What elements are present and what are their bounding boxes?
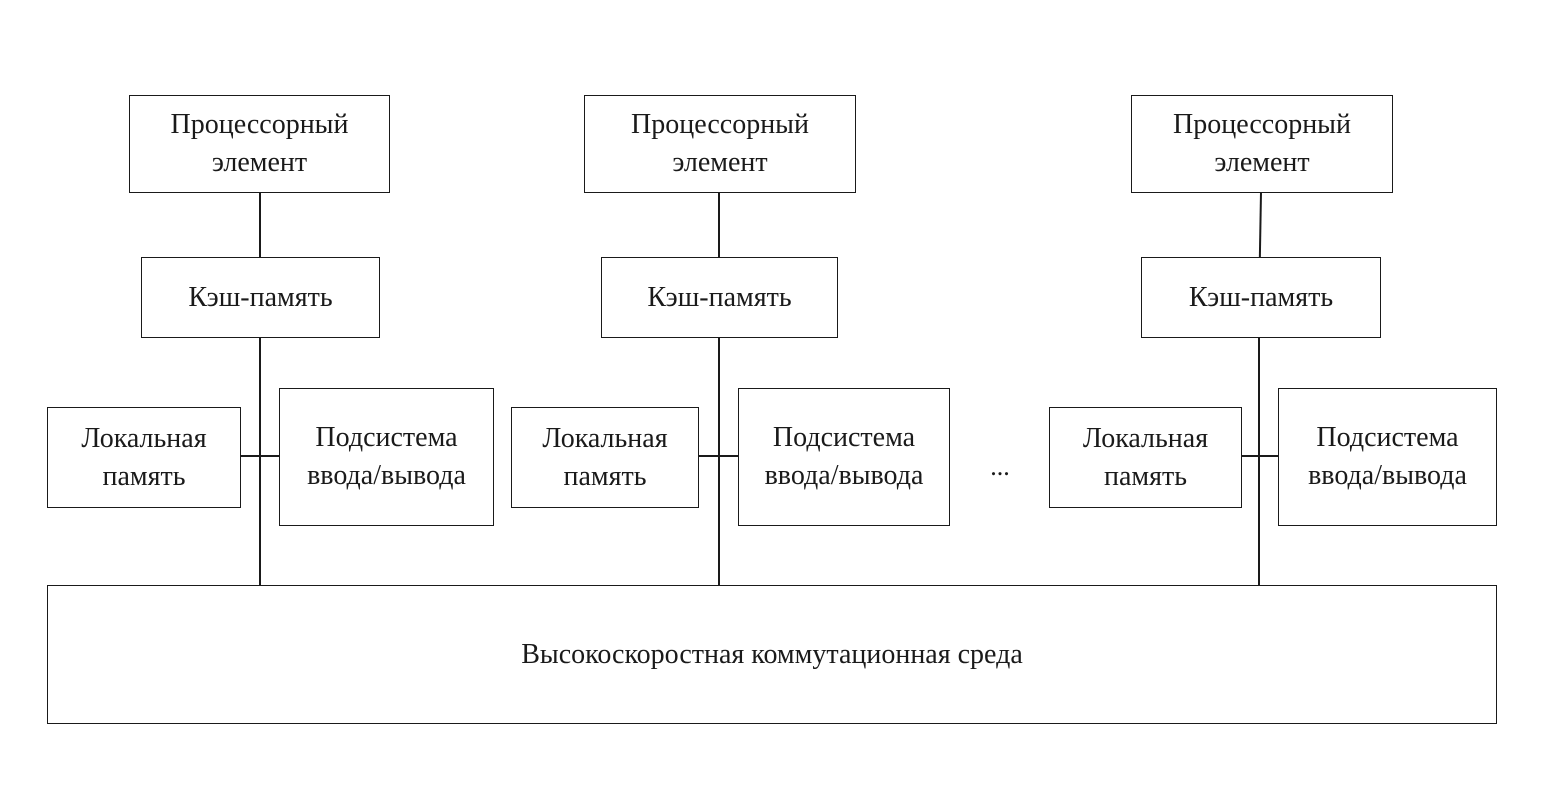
node-2-cache-memory: Кэш-память [601, 257, 838, 338]
node-3-cache-memory: Кэш-память [1141, 257, 1381, 338]
node-3-processor-element: Процессорный элемент [1131, 95, 1393, 193]
node-2-local-memory: Локальная память [511, 407, 699, 508]
node-2-processor-element: Процессорный элемент [584, 95, 856, 193]
node-2-cache-switch-link [718, 337, 720, 586]
node-1-io-subsystem: Подсистема ввода/вывода [279, 388, 494, 526]
node-1-processor-element: Процессорный элемент [129, 95, 390, 193]
high-speed-switch-fabric: Высокоскоростная коммутационная среда [47, 585, 1497, 724]
node-1-cache-memory: Кэш-память [141, 257, 380, 338]
node-1-memory-io-link [240, 455, 280, 457]
node-3-cache-switch-link [1258, 337, 1260, 586]
node-3-local-memory: Локальная память [1049, 407, 1242, 508]
more-nodes-ellipsis: ... [990, 452, 1010, 481]
node-2-memory-io-link [698, 455, 740, 457]
node-1-processor-cache-link [259, 192, 261, 258]
node-3-processor-cache-link [1258, 191, 1262, 259]
node-3-io-subsystem: Подсистема ввода/вывода [1278, 388, 1497, 526]
node-2-io-subsystem: Подсистема ввода/вывода [738, 388, 950, 526]
node-2-processor-cache-link [718, 192, 720, 258]
node-3-memory-io-link [1241, 455, 1280, 457]
node-1-local-memory: Локальная память [47, 407, 241, 508]
node-1-cache-switch-link [259, 337, 261, 586]
